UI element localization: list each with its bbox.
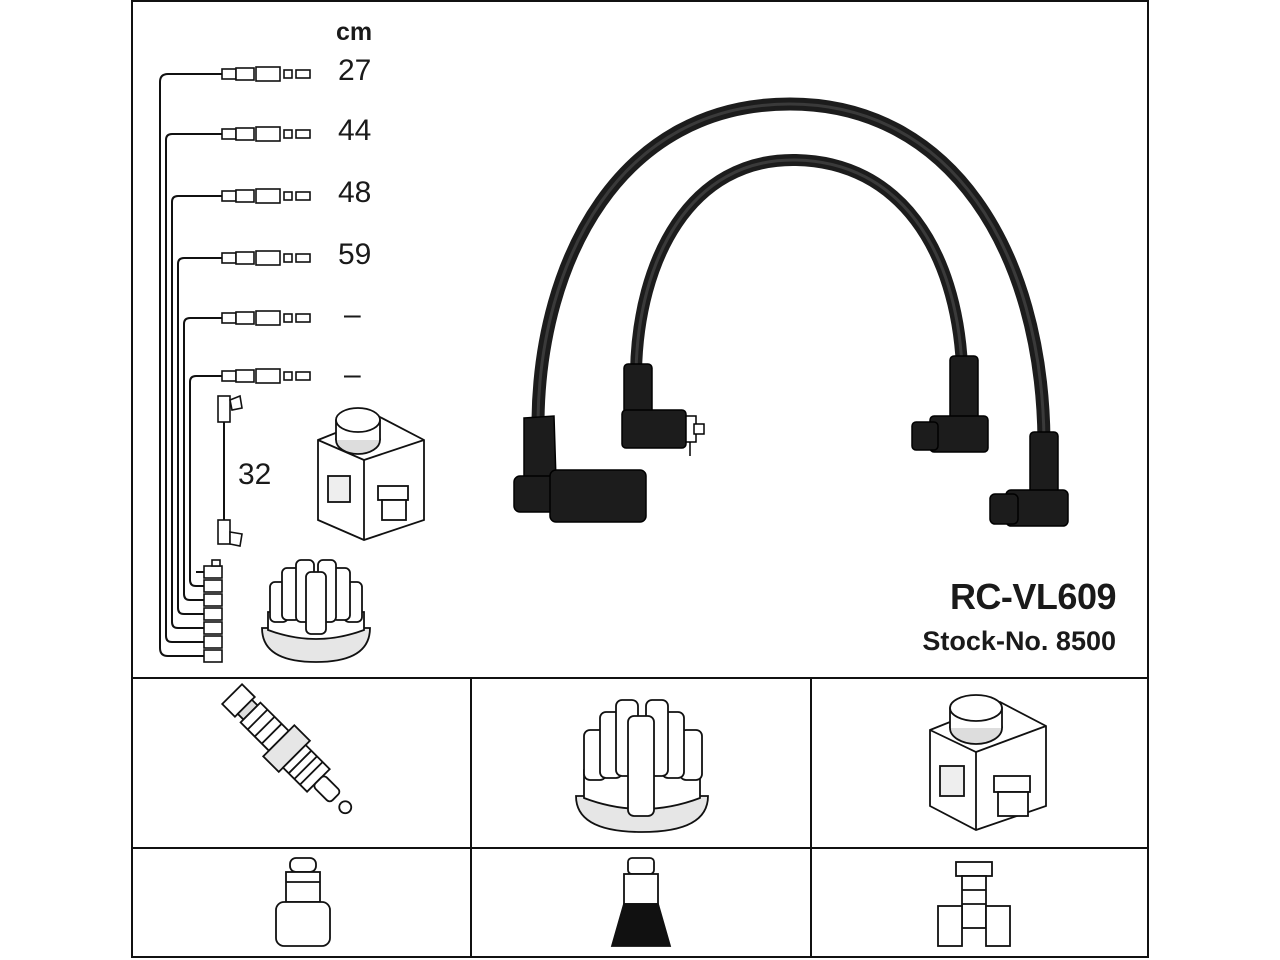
- small-coil-icon: [317, 407, 425, 541]
- connector-44: [221, 126, 311, 142]
- length-label-1: 27: [338, 54, 372, 87]
- distributor-terminals: [203, 559, 223, 663]
- connector-6: [221, 368, 311, 384]
- length-label-6: –: [344, 358, 361, 391]
- connector-59: [221, 250, 311, 266]
- row-divider: [131, 847, 1149, 849]
- column-divider-2: [810, 677, 812, 958]
- product-code: RC-VL609: [949, 576, 1117, 617]
- spark-plug-icon: [220, 682, 353, 815]
- small-distributor-cap-icon: [261, 559, 371, 663]
- wire-set-schematic: [159, 73, 222, 657]
- coil-lead-length-label: 32: [238, 458, 272, 491]
- distributor-cap-icon: [575, 699, 709, 833]
- length-label-4: 59: [338, 238, 372, 271]
- wire-connectors: [203, 66, 311, 663]
- connector-5: [221, 310, 311, 326]
- connector-27: [221, 66, 311, 82]
- ignition-cables: [531, 97, 1051, 447]
- diagram-frame: [131, 0, 1149, 958]
- coil-terminal-icon: [937, 861, 1011, 947]
- stock-number: Stock-No. 8500: [922, 626, 1116, 656]
- plug-terminal-icon: [275, 857, 331, 947]
- ignition-coil-icon: [929, 694, 1047, 831]
- spark-plug-boots: [513, 355, 1069, 527]
- length-label-2: 44: [338, 114, 372, 147]
- length-label-3: 48: [338, 176, 372, 209]
- connector-48: [221, 188, 311, 204]
- column-divider-1: [470, 677, 472, 958]
- unit-label: cm: [336, 18, 373, 46]
- distributor-terminal-icon: [610, 857, 672, 947]
- section-divider: [131, 677, 1149, 679]
- length-label-5: –: [344, 298, 361, 331]
- coil-lead: [217, 394, 243, 547]
